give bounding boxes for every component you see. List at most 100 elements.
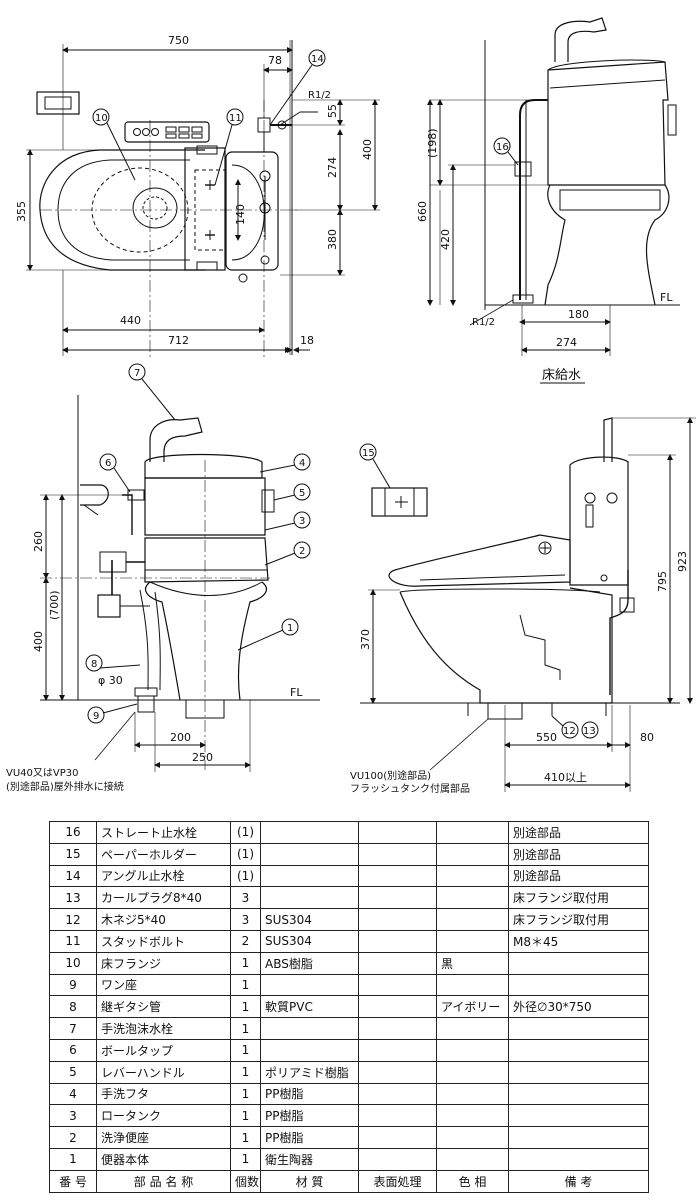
cell-material: PP樹脂 <box>260 1104 359 1128</box>
dim-140: 140 <box>234 204 247 225</box>
cell-no: 13 <box>49 886 97 910</box>
cell-name: ワン座 <box>96 973 231 997</box>
cell-qty: 1 <box>230 951 261 975</box>
callout-8: 8 <box>91 659 97 670</box>
callout-14: 14 <box>311 54 324 65</box>
cell-no: 2 <box>49 1126 97 1149</box>
dim-274: 274 <box>556 336 577 349</box>
cell-remarks <box>508 1060 649 1084</box>
dim-410: 410以上 <box>544 771 587 784</box>
cell-material: ポリアミド樹脂 <box>260 1060 359 1084</box>
header-material: 材 質 <box>260 1169 359 1193</box>
drain-note-line2: (別途部品)屋外排水に接続 <box>6 780 124 793</box>
cell-remarks: 床フランジ取付用 <box>508 886 649 910</box>
cell-color <box>436 864 509 888</box>
header-finish: 表面処理 <box>358 1169 437 1193</box>
cell-no: 5 <box>49 1060 97 1084</box>
cell-qty: (1) <box>230 821 261 844</box>
callout-16: 16 <box>496 142 509 153</box>
outlet-note-line2: フラッシュタンク付属部品 <box>350 782 470 795</box>
remote-panel <box>124 121 210 143</box>
front-view-text: 260 (700) 400 φ 30 200 250 FL 7 6 4 5 3 … <box>6 368 305 793</box>
cell-no: 4 <box>49 1082 97 1106</box>
technical-drawing: 750 78 R1/2 55 400 274 380 140 355 440 7… <box>6 17 696 795</box>
cell-qty: 1 <box>230 1147 261 1171</box>
cell-qty: 2 <box>230 929 261 953</box>
callout-5: 5 <box>299 488 305 499</box>
cell-color: 黒 <box>436 951 509 975</box>
cell-name: 木ネジ5*40 <box>96 908 231 931</box>
callout-4: 4 <box>299 458 305 469</box>
cell-material: SUS304 <box>260 929 359 953</box>
dim-78: 78 <box>268 54 282 67</box>
dim-660: 660 <box>416 201 429 222</box>
right-side-text: 370 795 923 550 80 410以上 15 12 13 VU100(… <box>350 448 689 795</box>
cell-finish <box>358 1082 437 1106</box>
cell-name: 手洗泡沫水栓 <box>96 1017 231 1040</box>
cell-remarks: 外径∅30*750 <box>508 995 649 1019</box>
cell-material: PP樹脂 <box>260 1082 359 1106</box>
cell-qty: 1 <box>230 1038 261 1062</box>
cell-remarks: 別途部品 <box>508 842 649 866</box>
cell-finish <box>358 929 437 953</box>
cell-finish <box>358 995 437 1019</box>
callout-6: 6 <box>105 458 111 469</box>
cell-color <box>436 1038 509 1062</box>
cell-no: 14 <box>49 864 97 888</box>
cell-color <box>436 886 509 910</box>
cell-color <box>436 1017 509 1040</box>
cell-finish <box>358 1147 437 1171</box>
plan-view-text: 750 78 R1/2 55 400 274 380 140 355 440 7… <box>15 34 374 347</box>
cell-name: 洗浄便座 <box>96 1126 231 1149</box>
header-qty: 個数 <box>230 1169 261 1193</box>
dim-phi30: φ 30 <box>98 674 123 687</box>
callout-9: 9 <box>93 711 99 722</box>
cell-color <box>436 1104 509 1128</box>
cell-finish <box>358 1126 437 1149</box>
cell-qty: 1 <box>230 995 261 1019</box>
cell-remarks <box>508 1082 649 1106</box>
header-color: 色 相 <box>436 1169 509 1193</box>
cell-material: PP樹脂 <box>260 1126 359 1149</box>
cell-finish <box>358 951 437 975</box>
cell-finish <box>358 1017 437 1040</box>
dim-370: 370 <box>359 629 372 650</box>
tank-plan <box>225 151 279 271</box>
dim-923: 923 <box>676 551 689 572</box>
floor-supply-text: (198) 660 420 180 274 R1/2 FL 16 床給水 <box>416 128 673 383</box>
cell-color <box>436 1060 509 1084</box>
dim-198: (198) <box>426 128 439 158</box>
cell-color: アイボリー <box>436 995 509 1019</box>
callout-10: 10 <box>95 113 108 124</box>
paper-holder-plan <box>36 91 80 115</box>
plan-view <box>26 40 380 360</box>
cell-no: 9 <box>49 973 97 997</box>
cell-color <box>436 842 509 866</box>
header-name: 部 品 名 称 <box>96 1169 231 1193</box>
cell-remarks <box>508 1017 649 1040</box>
cell-material: ABS樹脂 <box>260 951 359 975</box>
cell-material: SUS304 <box>260 908 359 931</box>
drain-note-line1: VU40又はVP30 <box>6 767 78 779</box>
cell-finish <box>358 1104 437 1128</box>
cell-name: スタッドボルト <box>96 929 231 953</box>
dim-420: 420 <box>439 229 452 250</box>
right-side-view <box>359 417 696 792</box>
dim-55: 55 <box>326 104 339 118</box>
cell-material: 軟質PVC <box>260 995 359 1019</box>
cell-no: 6 <box>49 1038 97 1062</box>
table-header-row: 番 号部 品 名 称個数材 質表面処理色 相備 考 <box>49 1169 649 1193</box>
callout-1: 1 <box>287 623 293 634</box>
cell-finish <box>358 821 437 844</box>
